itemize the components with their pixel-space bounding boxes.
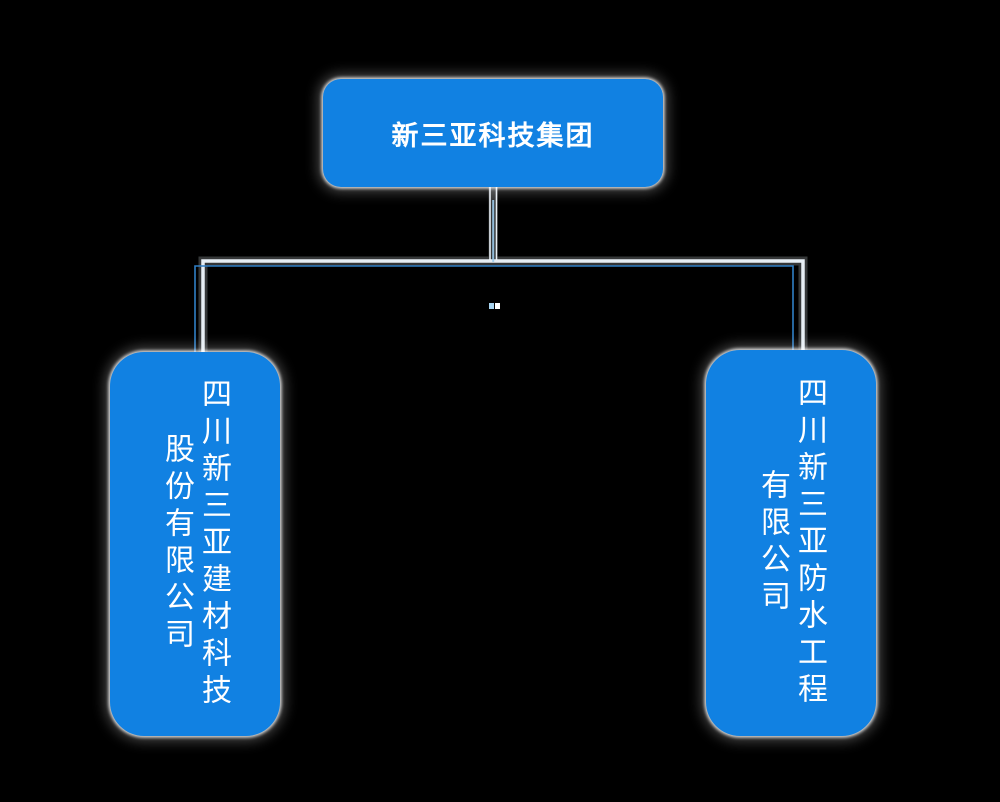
org-node-subsidiary-left[interactable]: 四川新三亚建材科技 股份有限公司: [110, 352, 280, 736]
subsidiary-left-label-line-2: 股份有限公司: [159, 433, 194, 655]
subsidiary-right-label-line-1: 四川新三亚防水工程: [792, 376, 827, 710]
link-glow-path: [198, 187, 808, 356]
subsidiary-left-label-line-1: 四川新三亚建材科技: [196, 377, 231, 711]
org-node-subsidiary-right[interactable]: 四川新三亚防水工程 有限公司: [706, 350, 876, 736]
link-white-bracket: [201, 259, 805, 355]
org-node-root[interactable]: 新三亚科技集团: [323, 79, 663, 187]
org-node-subsidiary-left-label: 四川新三亚建材科技 股份有限公司: [158, 352, 232, 736]
org-node-root-label: 新三亚科技集团: [391, 120, 595, 152]
subsidiary-right-label-line-2: 有限公司: [755, 469, 790, 617]
link-blue-bracket: [194, 265, 794, 355]
link-white-stem: [489, 187, 498, 260]
artifact-dot-blue: [489, 303, 494, 309]
artifact-dot-white: [495, 303, 500, 309]
org-node-subsidiary-right-label: 四川新三亚防水工程 有限公司: [754, 350, 828, 736]
